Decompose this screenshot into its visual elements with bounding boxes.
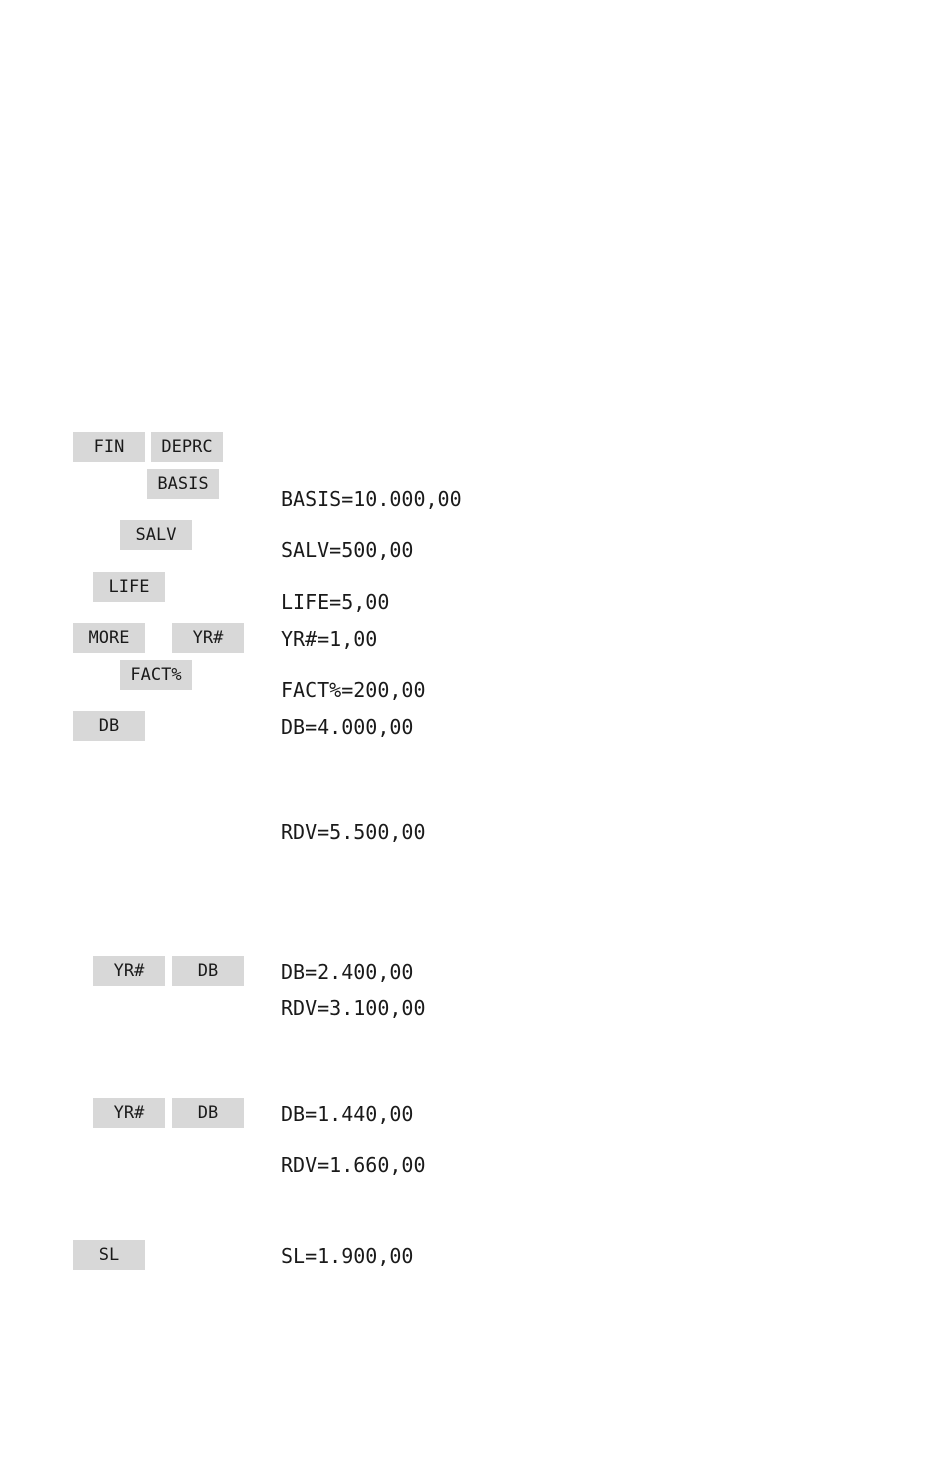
life-readout: LIFE=5,00 [281, 590, 389, 614]
rdv-readout-second: RDV=3.100,00 [281, 996, 426, 1020]
salv-key[interactable]: SALV [120, 520, 192, 550]
db-readout: DB=4.000,00 [281, 715, 413, 739]
life-key[interactable]: LIFE [93, 572, 165, 602]
fact-readout: FACT%=200,00 [281, 678, 426, 702]
db-readout-third: DB=1.440,00 [281, 1102, 413, 1126]
yr-key[interactable]: YR# [172, 623, 244, 653]
sl-readout: SL=1.900,00 [281, 1244, 413, 1268]
salv-readout: SALV=500,00 [281, 538, 413, 562]
rdv-readout: RDV=5.500,00 [281, 820, 426, 844]
db-key[interactable]: DB [73, 711, 145, 741]
fin-key[interactable]: FIN [73, 432, 145, 462]
more-key[interactable]: MORE [73, 623, 145, 653]
db-readout-second: DB=2.400,00 [281, 960, 413, 984]
yr-readout: YR#=1,00 [281, 627, 377, 651]
sl-key[interactable]: SL [73, 1240, 145, 1270]
db-key-third[interactable]: DB [172, 1098, 244, 1128]
rdv-readout-third: RDV=1.660,00 [281, 1153, 426, 1177]
basis-key[interactable]: BASIS [147, 469, 219, 499]
yr-key-third[interactable]: YR# [93, 1098, 165, 1128]
fact-key[interactable]: FACT% [120, 660, 192, 690]
db-key-second[interactable]: DB [172, 956, 244, 986]
basis-readout: BASIS=10.000,00 [281, 487, 462, 511]
deprc-key[interactable]: DEPRC [151, 432, 223, 462]
yr-key-second[interactable]: YR# [93, 956, 165, 986]
